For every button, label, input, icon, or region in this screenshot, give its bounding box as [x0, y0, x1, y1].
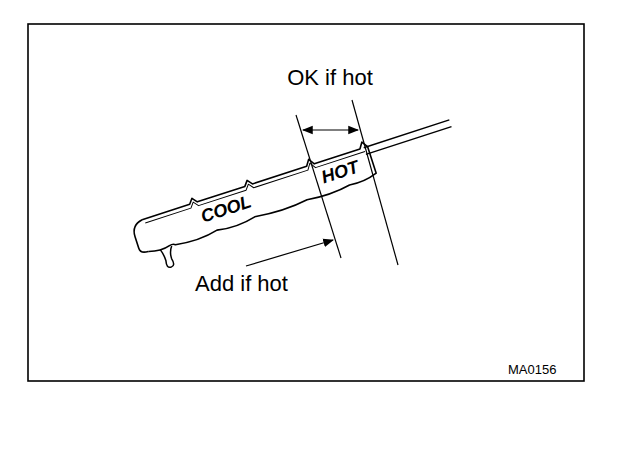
- figure-code: MA0156: [508, 363, 556, 376]
- blade-tip: [131, 220, 152, 254]
- frame-border: [28, 24, 584, 381]
- blade-inner-edge: [143, 146, 365, 223]
- dimension-arrow: [303, 129, 358, 130]
- blade-oil-edge: [138, 147, 378, 255]
- blade-top-edge: [140, 141, 367, 220]
- range-line: [296, 115, 341, 258]
- range-line: [352, 100, 398, 265]
- dipstick-rod: [364, 120, 452, 154]
- range-label: OK if hot: [287, 67, 373, 89]
- range-label: Add if hot: [195, 273, 288, 295]
- scale-mark: COOL: [198, 192, 253, 225]
- dipstick: [129, 114, 466, 275]
- scale-mark: HOT: [319, 158, 361, 187]
- oil-drop: [160, 246, 178, 269]
- leader-arrow: [246, 240, 333, 266]
